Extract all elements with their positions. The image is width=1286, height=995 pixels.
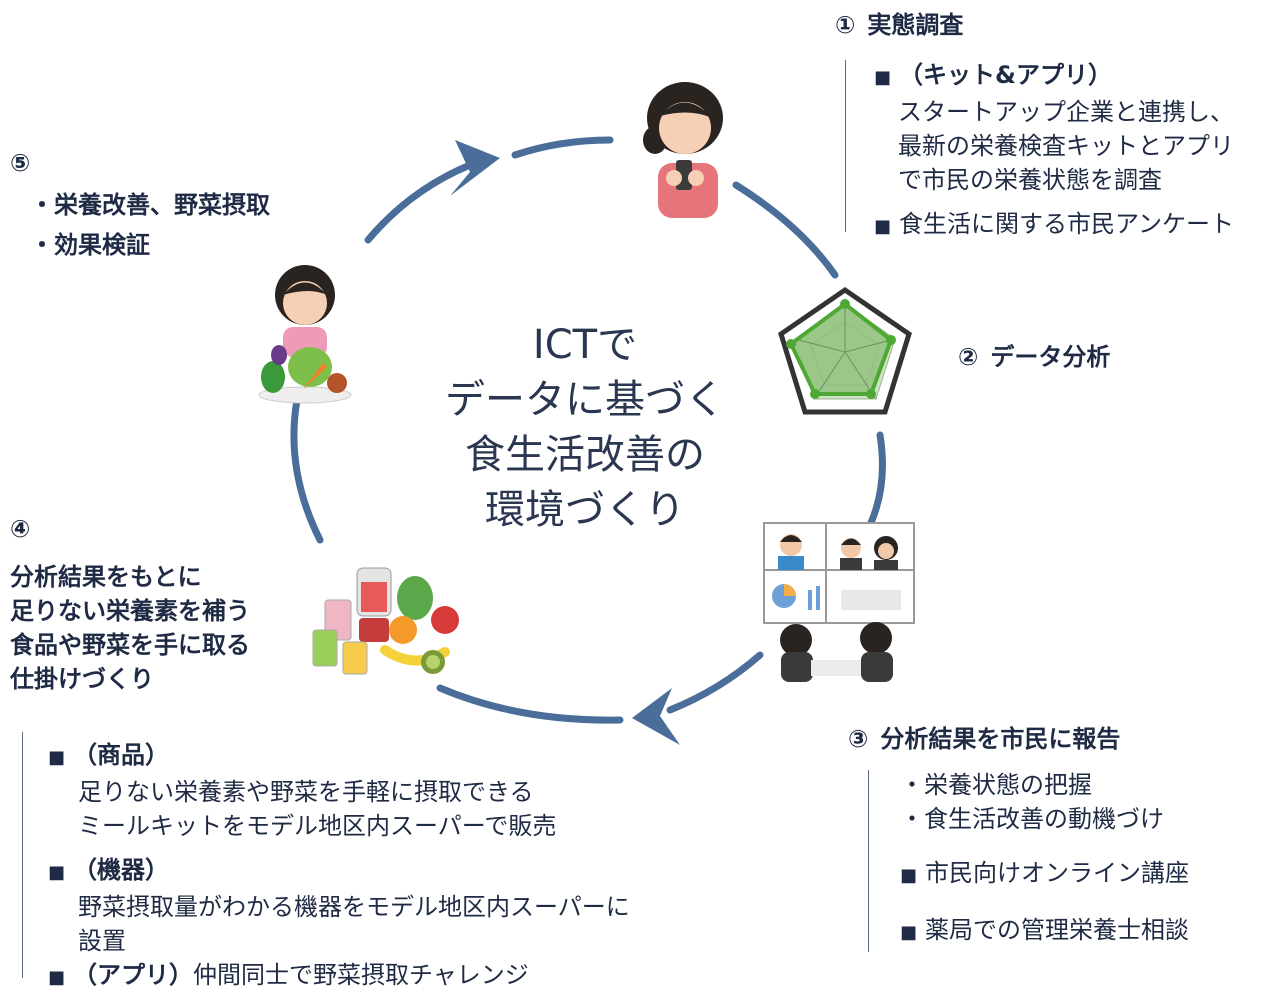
square-bullet-icon: ■ bbox=[48, 747, 66, 768]
arrow-arc-4-to-5 bbox=[290, 396, 324, 544]
step4-bullet1-head-row: ■ （商品） bbox=[48, 738, 748, 775]
step5-number: ⑤ bbox=[10, 149, 31, 177]
step4-divider bbox=[22, 732, 23, 978]
step5-items: ・栄養改善、野菜摂取 ・効果検証 bbox=[30, 188, 270, 262]
center-line-2: データに基づく bbox=[445, 377, 725, 423]
step2-number: ② bbox=[958, 343, 979, 371]
step4-bullet1-head: （商品） bbox=[73, 741, 170, 769]
step4-bullet2-line1: 野菜摂取量がわかる機器をモデル地区内スーパーに bbox=[78, 893, 630, 921]
square-bullet-icon: ■ bbox=[900, 865, 918, 886]
step2-title: データ分析 bbox=[990, 343, 1111, 371]
step1-bullet1-head: （キット&アプリ） bbox=[899, 61, 1112, 89]
step1-title: 実態調査 bbox=[867, 11, 964, 39]
step1-bullet1-body: スタートアップ企業と連携し、 最新の栄養検査キットとアプリ で市民の栄養状態を調… bbox=[874, 95, 1286, 197]
arrowhead-top bbox=[450, 140, 500, 196]
square-bullet-icon: ■ bbox=[874, 67, 892, 88]
step3-bullet1: 市民向けオンライン講座 bbox=[925, 859, 1190, 887]
step3-divider bbox=[868, 770, 869, 952]
step4-bullet3-head: （アプリ） bbox=[73, 961, 194, 989]
radar-chart-icon bbox=[778, 286, 912, 415]
step4-title-line2: 足りない栄養素を補う bbox=[10, 597, 250, 625]
step1-bullet2-row: ■ 食生活に関する市民アンケート bbox=[874, 207, 1286, 244]
juice-and-fruits-icon bbox=[312, 567, 459, 675]
step3-title: 分析結果を市民に報告 bbox=[880, 725, 1121, 753]
center-title: ICTで データに基づく 食生活改善の 環境づくり bbox=[420, 318, 750, 538]
step1-bullet2: 食生活に関する市民アンケート bbox=[899, 210, 1235, 238]
step4-bullet3-body: 仲間同士で野菜摂取チャレンジ bbox=[193, 961, 529, 989]
step4-bullets: ■ （商品） 足りない栄養素や野菜を手軽に摂取できる ミールキットをモデル地区内ス… bbox=[48, 738, 748, 995]
arrow-arc-1-to-2 bbox=[732, 181, 839, 279]
arrow-arc-2-to-3 bbox=[866, 431, 886, 529]
step3-bullet2-row: ■ 薬局での管理栄養士相談 bbox=[900, 913, 1280, 950]
step3-heading: ③ 分析結果を市民に報告 bbox=[848, 722, 1120, 756]
step4-number: ④ bbox=[10, 515, 31, 543]
step4-bullet2-head: （機器） bbox=[73, 856, 170, 884]
center-line-3: 食生活改善の bbox=[465, 432, 705, 478]
step2-heading: ② データ分析 bbox=[958, 340, 1110, 374]
square-bullet-icon: ■ bbox=[900, 922, 918, 943]
square-bullet-icon: ■ bbox=[48, 862, 66, 883]
step3-bullet1-row: ■ 市民向けオンライン講座 bbox=[900, 856, 1280, 893]
step3-bullet2: 薬局での管理栄養士相談 bbox=[925, 916, 1190, 944]
step1-bullets: ■ （キット&アプリ） スタートアップ企業と連携し、 最新の栄養検査キットとアプリ… bbox=[874, 58, 1286, 244]
step4-bullet1-line2: ミールキットをモデル地区内スーパーで販売 bbox=[78, 812, 557, 840]
step4-bullet2-body: 野菜摂取量がわかる機器をモデル地区内スーパーに 設置 bbox=[48, 890, 748, 958]
square-bullet-icon: ■ bbox=[874, 216, 892, 237]
step4-bullet1-body: 足りない栄養素や野菜を手軽に摂取できる ミールキットをモデル地区内スーパーで販売 bbox=[48, 775, 748, 843]
step4-bullet2-head-row: ■ （機器） bbox=[48, 853, 748, 890]
center-line-4: 環境づくり bbox=[485, 487, 685, 533]
step4-bullet2-line2: 設置 bbox=[78, 927, 126, 955]
step1-bullet1-line2: 最新の栄養検査キットとアプリ bbox=[898, 132, 1234, 160]
step1-bullet1-line1: スタートアップ企業と連携し、 bbox=[898, 98, 1234, 126]
step3-items: ・栄養状態の把握 ・食生活改善の動機づけ ■ 市民向けオンライン講座 ■ 薬局での管… bbox=[900, 768, 1280, 950]
step4-title-line4: 仕掛けづくり bbox=[10, 665, 154, 693]
step4-title: 分析結果をもとに 足りない栄養素を補う 食品や野菜を手に取る 仕掛けづくり bbox=[10, 560, 250, 696]
step3-number: ③ bbox=[848, 725, 869, 753]
arrow-arc-3-to-4 bbox=[666, 651, 764, 714]
step3-sub1: ・栄養状態の把握 bbox=[900, 771, 1092, 799]
step1-bullet1-head-row: ■ （キット&アプリ） bbox=[874, 58, 1286, 95]
step4-title-line1: 分析結果をもとに bbox=[10, 563, 202, 591]
arrow-arc-top bbox=[511, 136, 614, 159]
woman-with-smartphone-icon bbox=[643, 82, 723, 218]
arrow-arc-bottom bbox=[436, 684, 624, 724]
step5-item2: ・効果検証 bbox=[30, 231, 150, 259]
arrow-arc-5-to-1 bbox=[364, 161, 474, 244]
step1-heading: ① 実態調査 bbox=[835, 8, 963, 42]
online-meeting-icon bbox=[763, 522, 915, 682]
step4-bullet3-row: ■（アプリ）仲間同士で野菜摂取チャレンジ bbox=[48, 958, 748, 995]
arrowhead-bottom bbox=[632, 688, 680, 745]
step1-number: ① bbox=[835, 11, 856, 39]
center-line-1: ICTで bbox=[532, 322, 638, 368]
step4-bullet1-line1: 足りない栄養素や野菜を手軽に摂取できる bbox=[78, 778, 534, 806]
step1-divider bbox=[845, 60, 846, 232]
step4-title-line3: 食品や野菜を手に取る bbox=[10, 631, 250, 659]
step3-sub2: ・食生活改善の動機づけ bbox=[900, 805, 1164, 833]
step1-bullet1-line3: で市民の栄養状態を調査 bbox=[898, 166, 1162, 194]
woman-with-vegetables-icon bbox=[258, 265, 352, 404]
step5-item1: ・栄養改善、野菜摂取 bbox=[30, 191, 270, 219]
